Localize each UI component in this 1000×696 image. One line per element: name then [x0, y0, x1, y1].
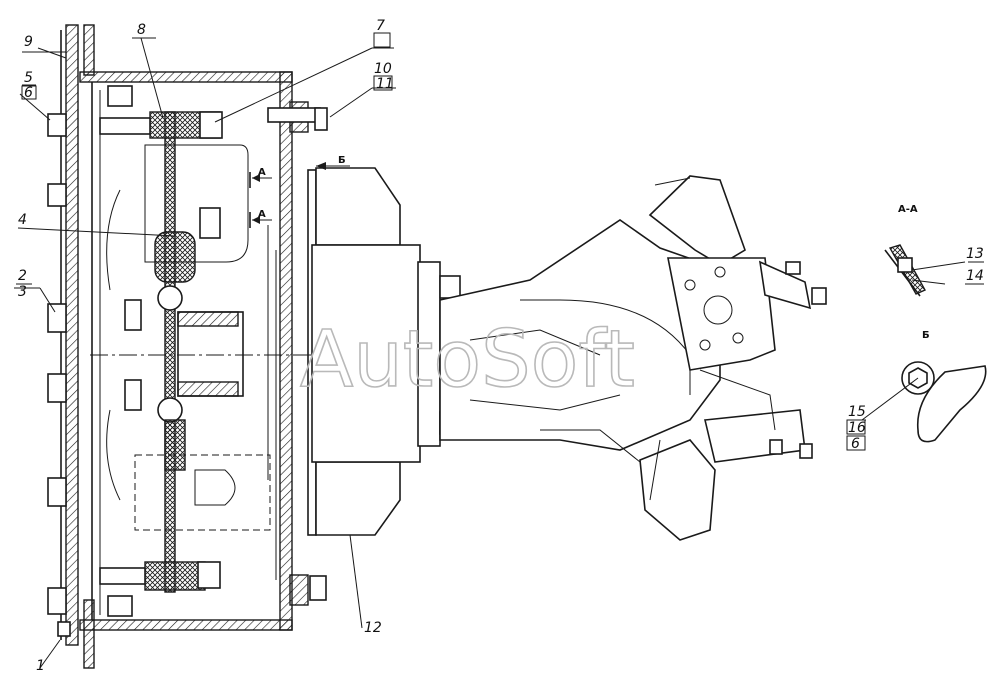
motor-body	[311, 167, 461, 536]
section-arrows	[249, 162, 350, 228]
callout-5-sub: 6	[24, 85, 33, 101]
clutch-disc	[144, 111, 244, 593]
callout-4: 4	[18, 212, 27, 228]
arrow-a-label-bottom: А	[258, 209, 266, 220]
section-aa-label: А-А	[898, 204, 918, 215]
callout-15-sub: 16	[848, 420, 866, 436]
section-aa-detail	[884, 244, 926, 297]
callout-8: 8	[137, 22, 146, 38]
callout-1: 1	[36, 658, 45, 674]
callout-15: 15	[848, 404, 866, 420]
gearbox-housing	[439, 175, 827, 541]
view-b-detail	[901, 361, 987, 443]
callout-13: 13	[966, 246, 984, 262]
left-bolts	[47, 113, 71, 637]
arrow-b-label: Б	[338, 155, 346, 166]
callout-5: 5	[24, 70, 33, 86]
callout-2-sub: 3	[18, 284, 27, 300]
callout-10-sub: 11	[376, 76, 394, 92]
hidden-contours	[106, 144, 277, 580]
callout-9: 7	[376, 18, 385, 34]
view-b-label: Б	[922, 330, 930, 341]
callout-10: 10	[374, 61, 392, 77]
watermark: AutoSoft	[300, 315, 635, 405]
callout-15-sub2: 6	[851, 436, 860, 452]
callout-labels: 9 5 6 8 7 10 11 4 2 3 1 12 13 14 15 16 6…	[16, 18, 984, 674]
callout-12: 12	[364, 620, 382, 636]
callout-7: 9	[24, 34, 33, 50]
internal-bolts	[99, 85, 328, 617]
callout-14: 14	[966, 268, 984, 284]
arrow-a-label-top: А	[258, 167, 266, 178]
callout-2: 2	[18, 268, 27, 284]
